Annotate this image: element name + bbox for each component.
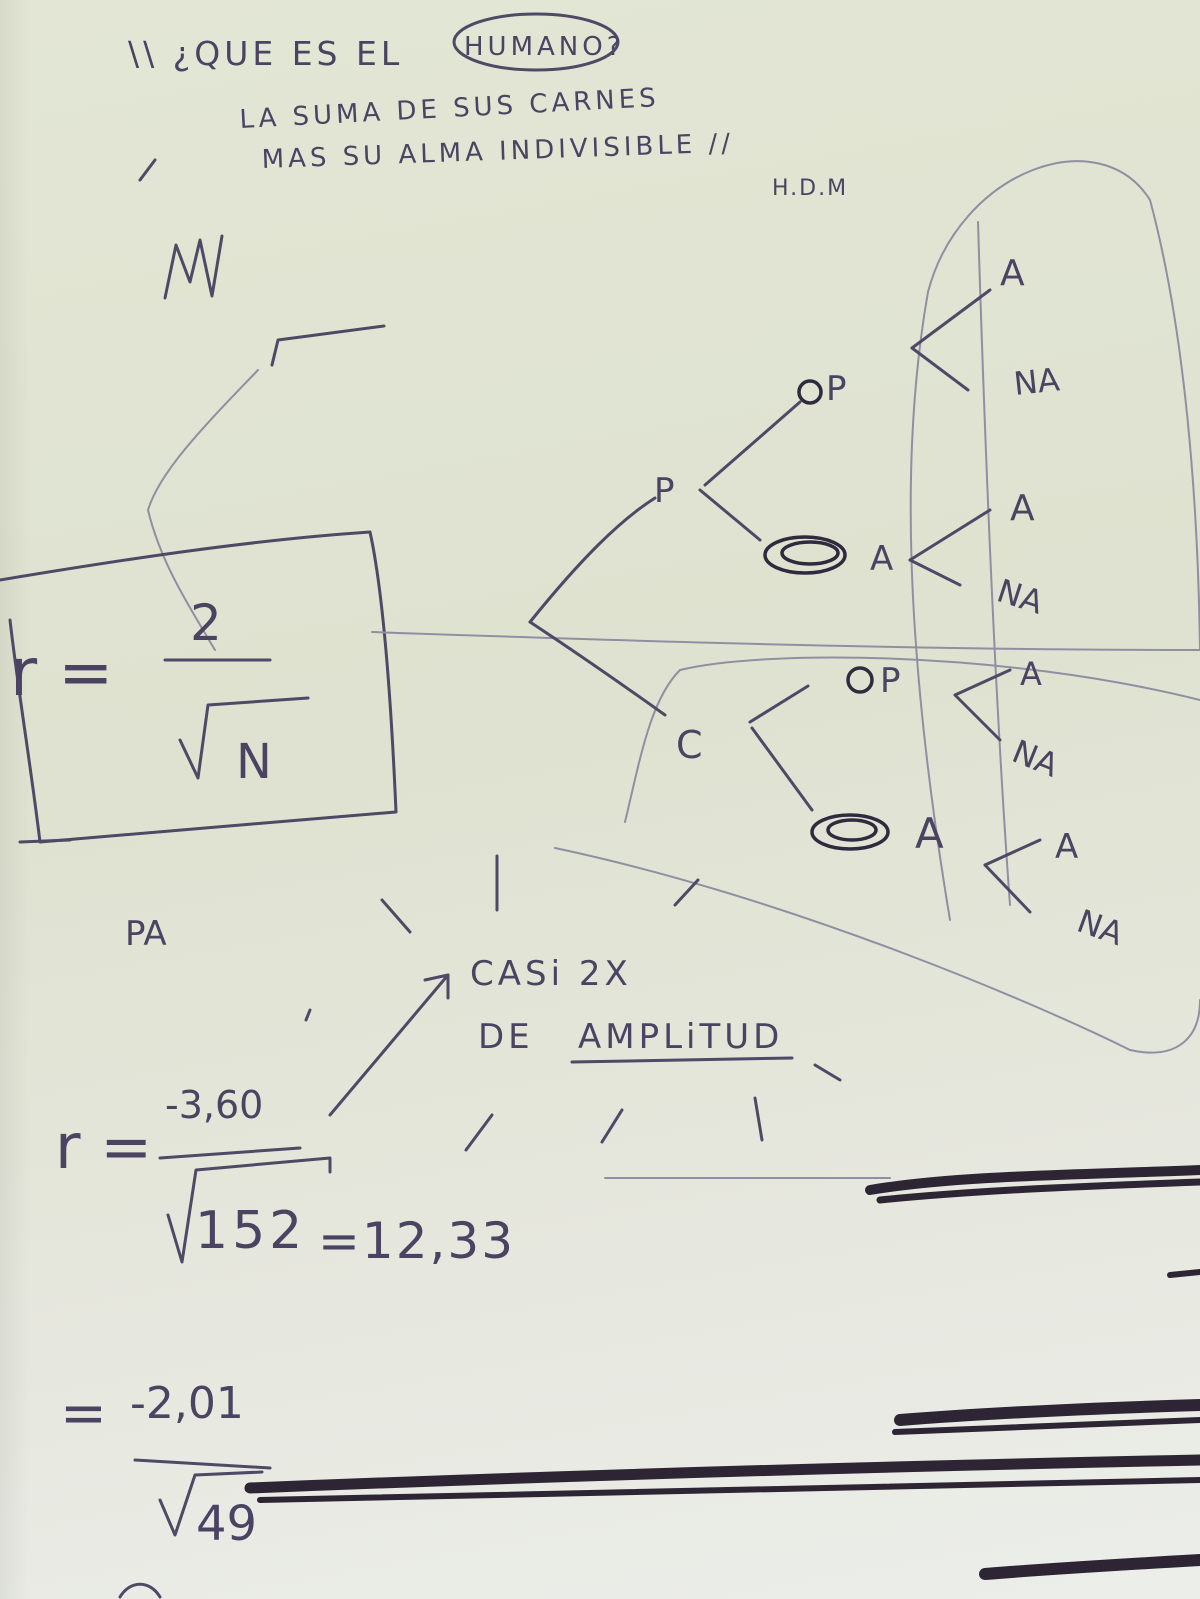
leaf-3: A	[1010, 488, 1035, 529]
scribble-mark	[846, 666, 874, 694]
leaf-6: NA	[1007, 732, 1064, 784]
calc2-sqrt-sign	[158, 1470, 264, 1537]
redaction-1	[865, 1165, 1200, 1195]
note-line-2-underlined: AMPLiTUD	[578, 1017, 783, 1057]
redaction-2b	[892, 1417, 1200, 1435]
redaction-3b	[257, 1477, 1200, 1503]
quote-line-1: \\ ¿QUE ES EL	[128, 34, 403, 73]
sub-p2: P	[880, 661, 901, 701]
redaction-strokes	[118, 1165, 1200, 1599]
sub-a2: A	[915, 809, 944, 858]
calculation-2: = -2,01 49	[60, 1378, 272, 1552]
quote: \\ ¿QUE ES EL HUMANO? LA SUMA DE SUS CAR…	[128, 12, 848, 201]
calc1-lhs: r =	[55, 1110, 152, 1183]
redaction-2	[894, 1399, 1200, 1426]
leaf-2: NA	[1012, 360, 1062, 403]
calculation-1: r = -3,60 152 =12,33	[55, 1083, 515, 1270]
note-arrow-shaft	[328, 973, 450, 1117]
calc2-radicand: 49	[196, 1496, 257, 1552]
calc1-sqrt-sign	[166, 1156, 332, 1264]
scribble-mark	[763, 535, 847, 575]
partial-letter	[118, 1582, 162, 1599]
redaction-edge	[1167, 1269, 1200, 1278]
formula-lhs: r =	[10, 634, 113, 711]
scribble-mark	[780, 540, 840, 566]
calc2-lhs: =	[60, 1381, 107, 1446]
tree-loop-bottom	[554, 847, 1200, 1054]
probability-tree: P C P A P A A NA A NA A NA A NA	[528, 160, 1200, 1054]
tree-loop-right	[927, 160, 1200, 651]
signature: H.D.M	[772, 176, 848, 201]
note-line-2-prefix: DE	[478, 1017, 534, 1057]
formula-numerator: 2	[190, 594, 222, 652]
quote-line-3: MAS SU ALMA INDIVISIBLE //	[261, 129, 734, 175]
leaf-8: NA	[1072, 902, 1128, 953]
tree-divider-vertical	[977, 221, 1011, 906]
tree-loop-left	[909, 291, 951, 921]
scribble-mark	[797, 379, 823, 405]
redaction-4	[979, 1554, 1200, 1580]
quote-circled-word: HUMANO?	[464, 32, 625, 62]
tree-loop-inner	[624, 656, 1200, 823]
calc1-numerator: -3,60	[165, 1083, 263, 1127]
formula-sqrt-sign	[178, 696, 310, 780]
doodles	[138, 158, 386, 651]
note-line-1: CASi 2X	[470, 954, 632, 994]
scribble-mark	[810, 813, 890, 851]
side-label: PA	[125, 914, 167, 954]
scribble-mark	[826, 818, 878, 842]
sub-a1: A	[870, 539, 893, 579]
calc2-numerator: -2,01	[130, 1378, 244, 1429]
horizontal-line	[371, 631, 1200, 651]
amplitude-note: CASi 2X DE AMPLiTUD	[328, 954, 794, 1117]
formula-box: r = 2 N	[0, 530, 398, 844]
quote-line-2: LA SUMA DE SUS CARNES	[239, 83, 661, 135]
redaction-3	[244, 1454, 1200, 1494]
branch-p: P	[654, 471, 675, 511]
humano-circle	[452, 12, 620, 72]
calc1-fraction-bar	[158, 1146, 302, 1160]
branch-c: C	[676, 723, 703, 767]
calc2-fraction-bar	[133, 1458, 272, 1470]
leaf-5: A	[1020, 655, 1042, 693]
note-underline	[570, 1056, 794, 1064]
emphasis-ticks	[304, 854, 842, 1152]
leaf-1: A	[1000, 253, 1025, 294]
sub-p1: P	[826, 369, 847, 409]
leaf-4: NA	[993, 571, 1048, 621]
calc1-result: =12,33	[318, 1212, 515, 1270]
leaf-7: A	[1055, 827, 1078, 867]
redaction-1b	[876, 1178, 1200, 1204]
calc1-radicand: 152	[195, 1201, 306, 1261]
formula-denominator: N	[236, 734, 272, 790]
note-arrow-head	[423, 973, 450, 1000]
